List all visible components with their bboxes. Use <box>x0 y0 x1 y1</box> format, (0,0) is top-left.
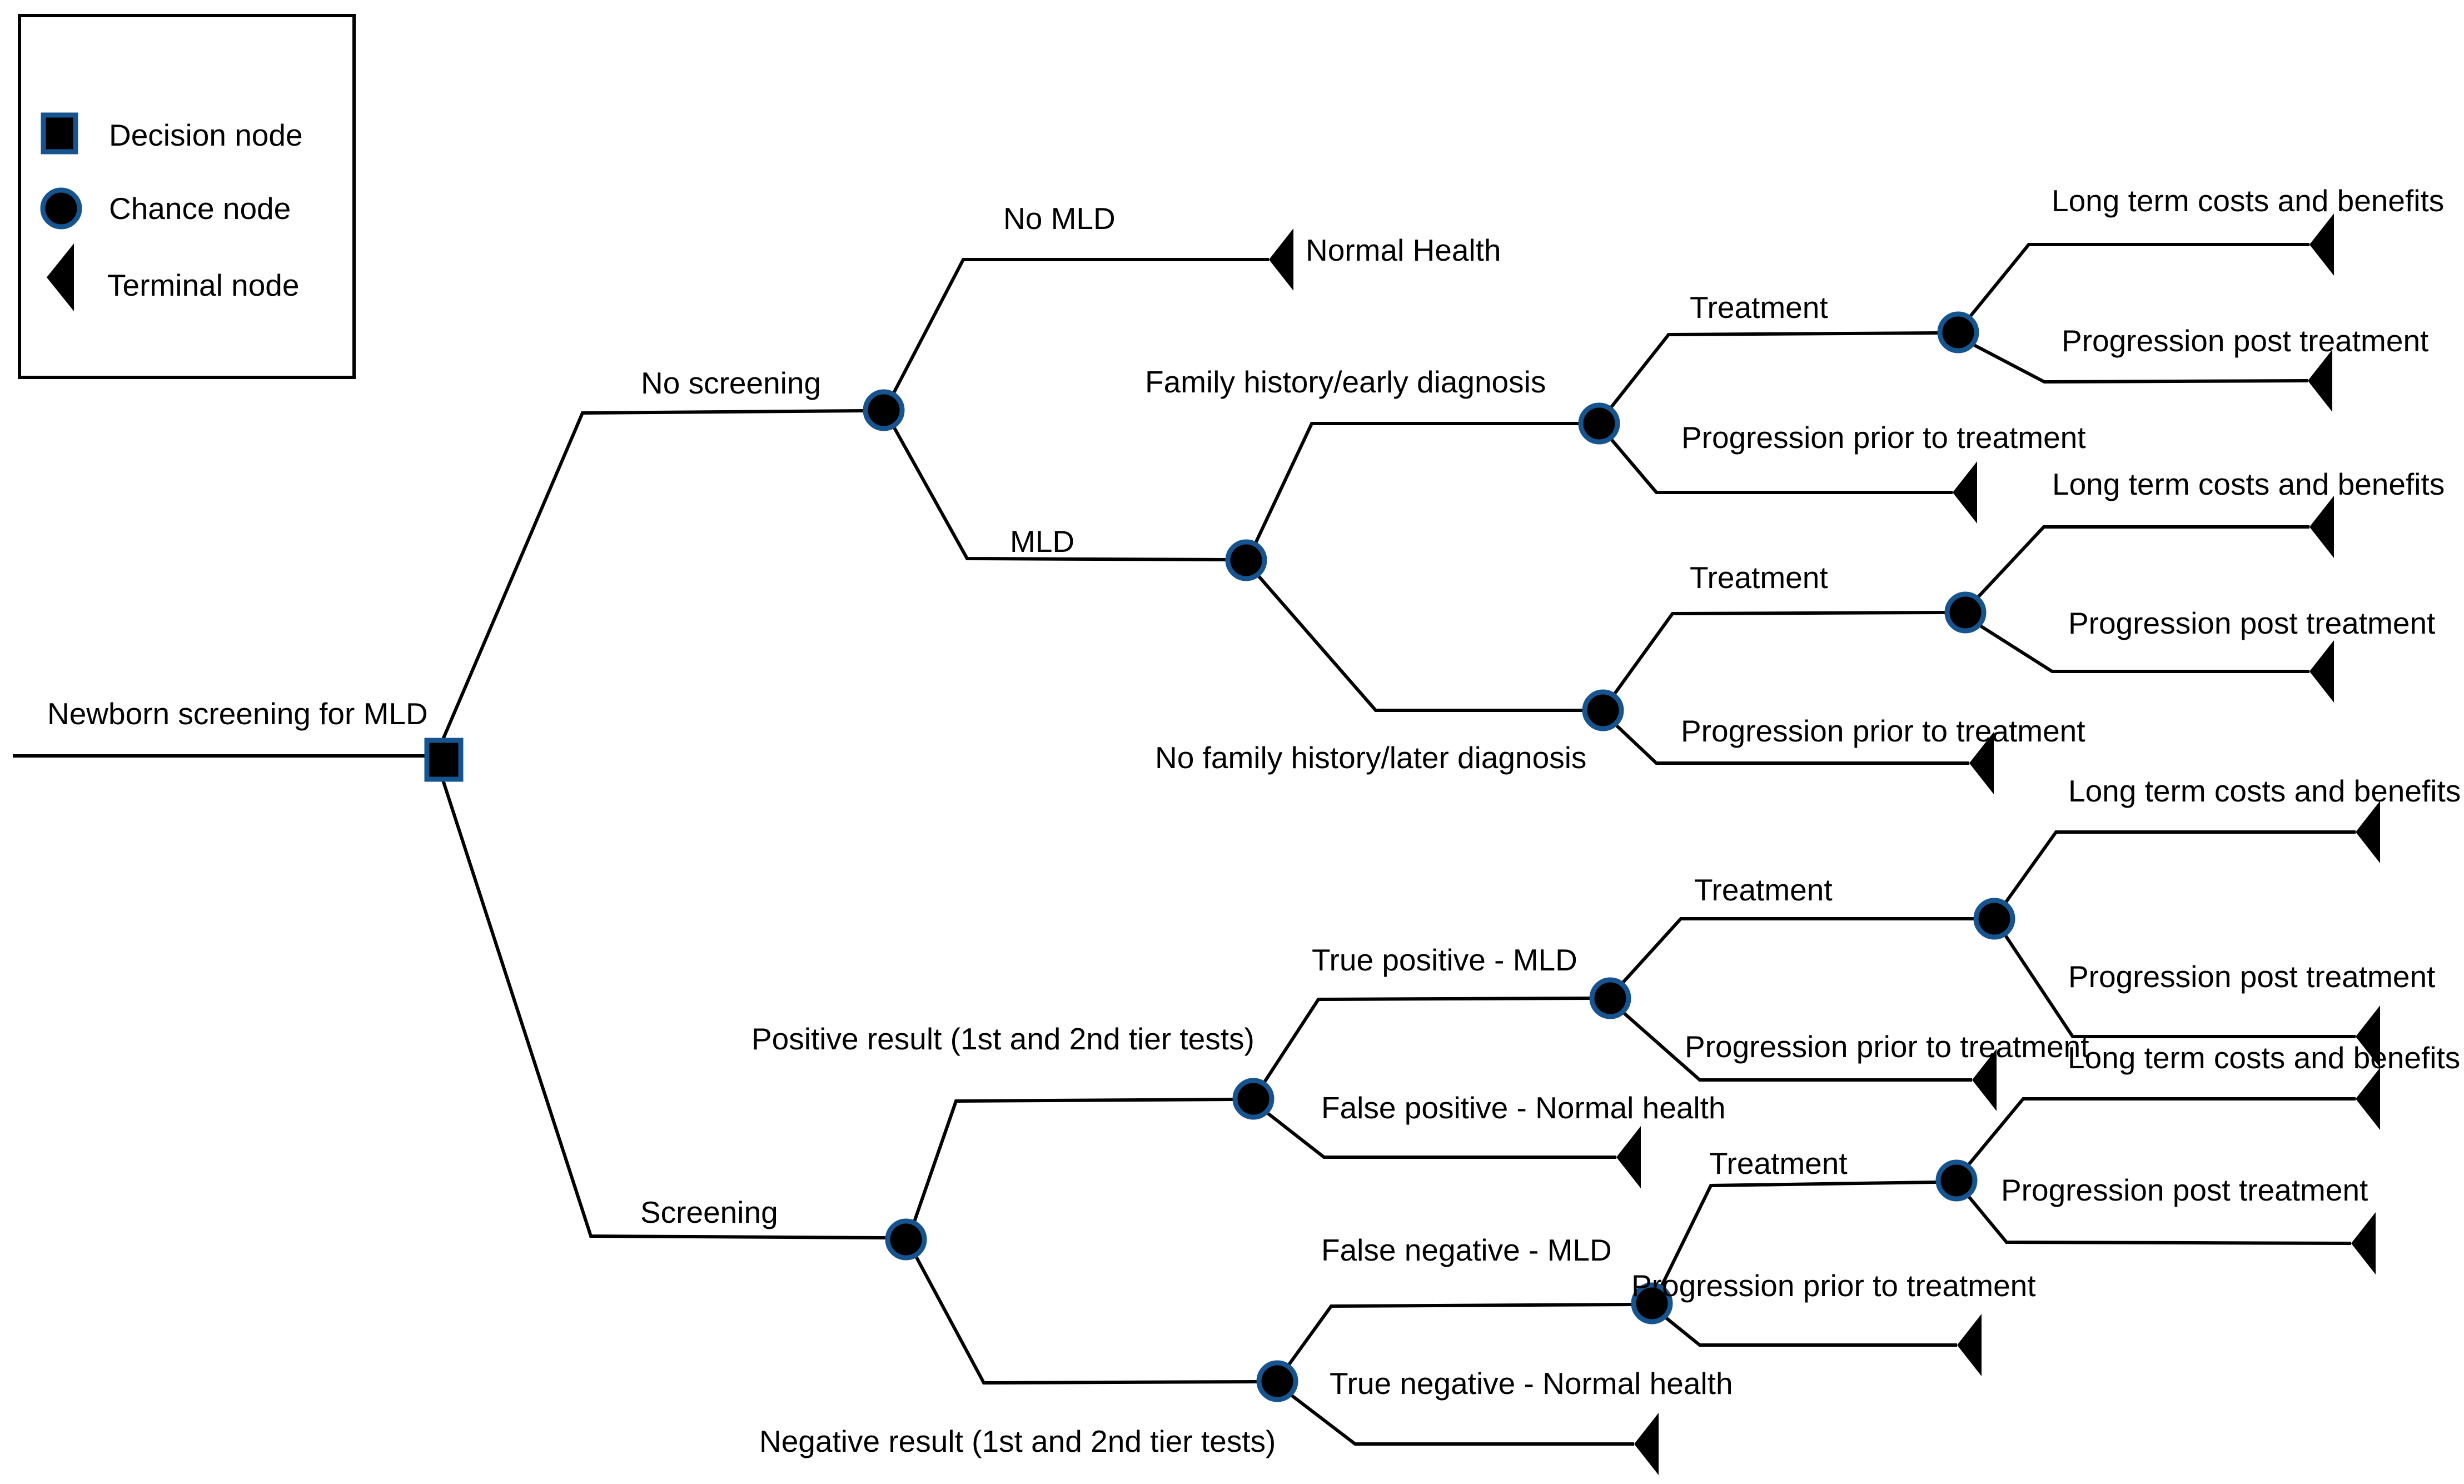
chance-node-treatment-4 <box>1935 1159 1978 1202</box>
edge-treatment-2 <box>1606 611 1945 705</box>
legend-label-decision-square: Decision node <box>109 118 303 152</box>
terminal-longterm-4 <box>2356 1068 2380 1130</box>
decision-node-root <box>424 738 464 782</box>
edge-no-screening <box>441 409 864 740</box>
label-prior-1: Progression prior to treatment <box>1681 420 2086 455</box>
labels-layer: Newborn screening for MLD No screeningScr… <box>47 183 2461 1458</box>
edge-post-3 <box>1997 924 2356 1038</box>
legend-terminal-triangle-icon <box>47 243 74 311</box>
edges-layer <box>13 243 2356 1446</box>
label-treatment-4: Treatment <box>1709 1146 1848 1181</box>
edge-treatment-3 <box>1613 917 1974 993</box>
edge-true-positive <box>1256 997 1590 1093</box>
edge-true-negative <box>1281 1386 1634 1446</box>
chance-node-negative-result <box>1256 1360 1298 1402</box>
label-positive-result: Positive result (1st and 2nd tier tests) <box>751 1022 1255 1056</box>
label-longterm-2: Long term costs and benefits <box>2052 467 2445 501</box>
label-no-mld: No MLD <box>1003 201 1116 236</box>
edge-family-history <box>1249 422 1579 555</box>
terminal-prior-2 <box>1969 732 1994 794</box>
edge-negative-result <box>909 1245 1257 1385</box>
label-family-history: Family history/early diagnosis <box>1145 365 1546 399</box>
terminal-longterm-2 <box>2309 496 2334 558</box>
edge-treatment-4 <box>1655 1181 1937 1298</box>
chance-node-treatment-3 <box>1973 898 2015 940</box>
terminal-prior-3 <box>1972 1049 1997 1111</box>
label-negative-result: Negative result (1st and 2nd tier tests) <box>759 1424 1276 1458</box>
terminal-normal-health <box>1269 228 1293 291</box>
label-longterm-3: Long term costs and benefits <box>2068 774 2461 808</box>
label-false-negative: False negative - MLD <box>1321 1233 1612 1267</box>
edge-prior-4 <box>1655 1308 1957 1347</box>
edge-post-4 <box>1959 1186 2352 1245</box>
chance-node-no-family-history <box>1582 689 1624 731</box>
chance-node-false-negative <box>1631 1282 1673 1324</box>
legend-label-chance-circle: Chance node <box>109 191 291 226</box>
label-prior-3: Progression prior to treatment <box>1685 1029 2089 1064</box>
legend-label-terminal-triangle: Terminal node <box>107 268 299 302</box>
legend-box <box>18 14 356 379</box>
label-treatment-2: Treatment <box>1690 560 1828 595</box>
label-prior-4: Progression prior to treatment <box>1631 1268 2036 1303</box>
edge-positive-result <box>909 1098 1233 1233</box>
edge-treatment-1 <box>1602 331 1938 418</box>
edge-no-mld <box>887 258 1269 405</box>
label-longterm-1: Long term costs and benefits <box>2052 183 2444 218</box>
edge-longterm-3 <box>1997 830 2356 913</box>
label-post-3: Progression post treatment <box>2068 959 2435 994</box>
terminal-prior-1 <box>1953 461 1977 524</box>
edge-no-family-history <box>1249 566 1582 712</box>
edge-longterm-2 <box>1968 525 2309 607</box>
edge-prior-2 <box>1606 715 1969 765</box>
terminal-true-negative <box>1634 1413 1659 1475</box>
edge-prior-1 <box>1602 429 1953 494</box>
label-normal-health: Normal Health <box>1306 233 1501 267</box>
chance-node-positive-result <box>1232 1078 1275 1120</box>
label-post-1: Progression post treatment <box>2062 323 2428 358</box>
edge-post-1 <box>1962 337 2308 384</box>
label-screening: Screening <box>640 1195 778 1229</box>
terminal-prior-4 <box>1957 1314 1982 1376</box>
edge-post-2 <box>1969 617 2309 673</box>
chance-node-family-history <box>1578 402 1620 445</box>
label-false-positive: False positive - Normal health <box>1321 1090 1726 1125</box>
chance-node-treatment-2 <box>1944 591 1987 634</box>
edge-longterm-4 <box>1959 1097 2356 1175</box>
terminal-post-4 <box>2351 1212 2376 1274</box>
terminal-post-3 <box>2356 1005 2380 1068</box>
edge-screening <box>441 780 886 1239</box>
label-no-family-history: No family history/later diagnosis <box>1155 740 1586 775</box>
terminal-longterm-1 <box>2309 213 2334 276</box>
chance-node-screening <box>885 1218 927 1261</box>
label-longterm-4: Long term costs and benefits <box>2068 1040 2460 1075</box>
label-true-positive: True positive - MLD <box>1312 943 1577 977</box>
chance-node-mld <box>1225 539 1267 581</box>
edge-longterm-1 <box>1961 243 2309 327</box>
edge-mld <box>887 416 1226 561</box>
terminal-false-positive <box>1616 1126 1641 1188</box>
label-no-screening: No screening <box>641 366 821 400</box>
nodes-layer <box>424 213 2380 1475</box>
edge-false-positive <box>1257 1104 1616 1159</box>
edge-false-negative <box>1280 1303 1632 1376</box>
label-root: Newborn screening for MLD <box>47 696 428 731</box>
label-treatment-1: Treatment <box>1690 290 1828 325</box>
terminal-post-2 <box>2309 640 2334 703</box>
terminal-post-1 <box>2308 350 2332 412</box>
chance-node-true-positive <box>1589 977 1631 1019</box>
label-mld: MLD <box>1010 524 1074 559</box>
label-post-2: Progression post treatment <box>2068 606 2435 640</box>
label-true-negative: True negative - Normal health <box>1330 1366 1733 1401</box>
legend-chance-circle-icon <box>40 187 82 230</box>
label-prior-2: Progression prior to treatment <box>1681 714 2085 748</box>
edge-prior-3 <box>1614 1003 1972 1082</box>
chance-node-treatment-1 <box>1937 311 1979 353</box>
label-treatment-3: Treatment <box>1694 873 1833 907</box>
legend-decision-square-icon <box>41 112 78 155</box>
chance-node-no-screening <box>863 389 905 431</box>
terminal-longterm-3 <box>2356 801 2380 863</box>
label-post-4: Progression post treatment <box>2001 1173 2368 1207</box>
